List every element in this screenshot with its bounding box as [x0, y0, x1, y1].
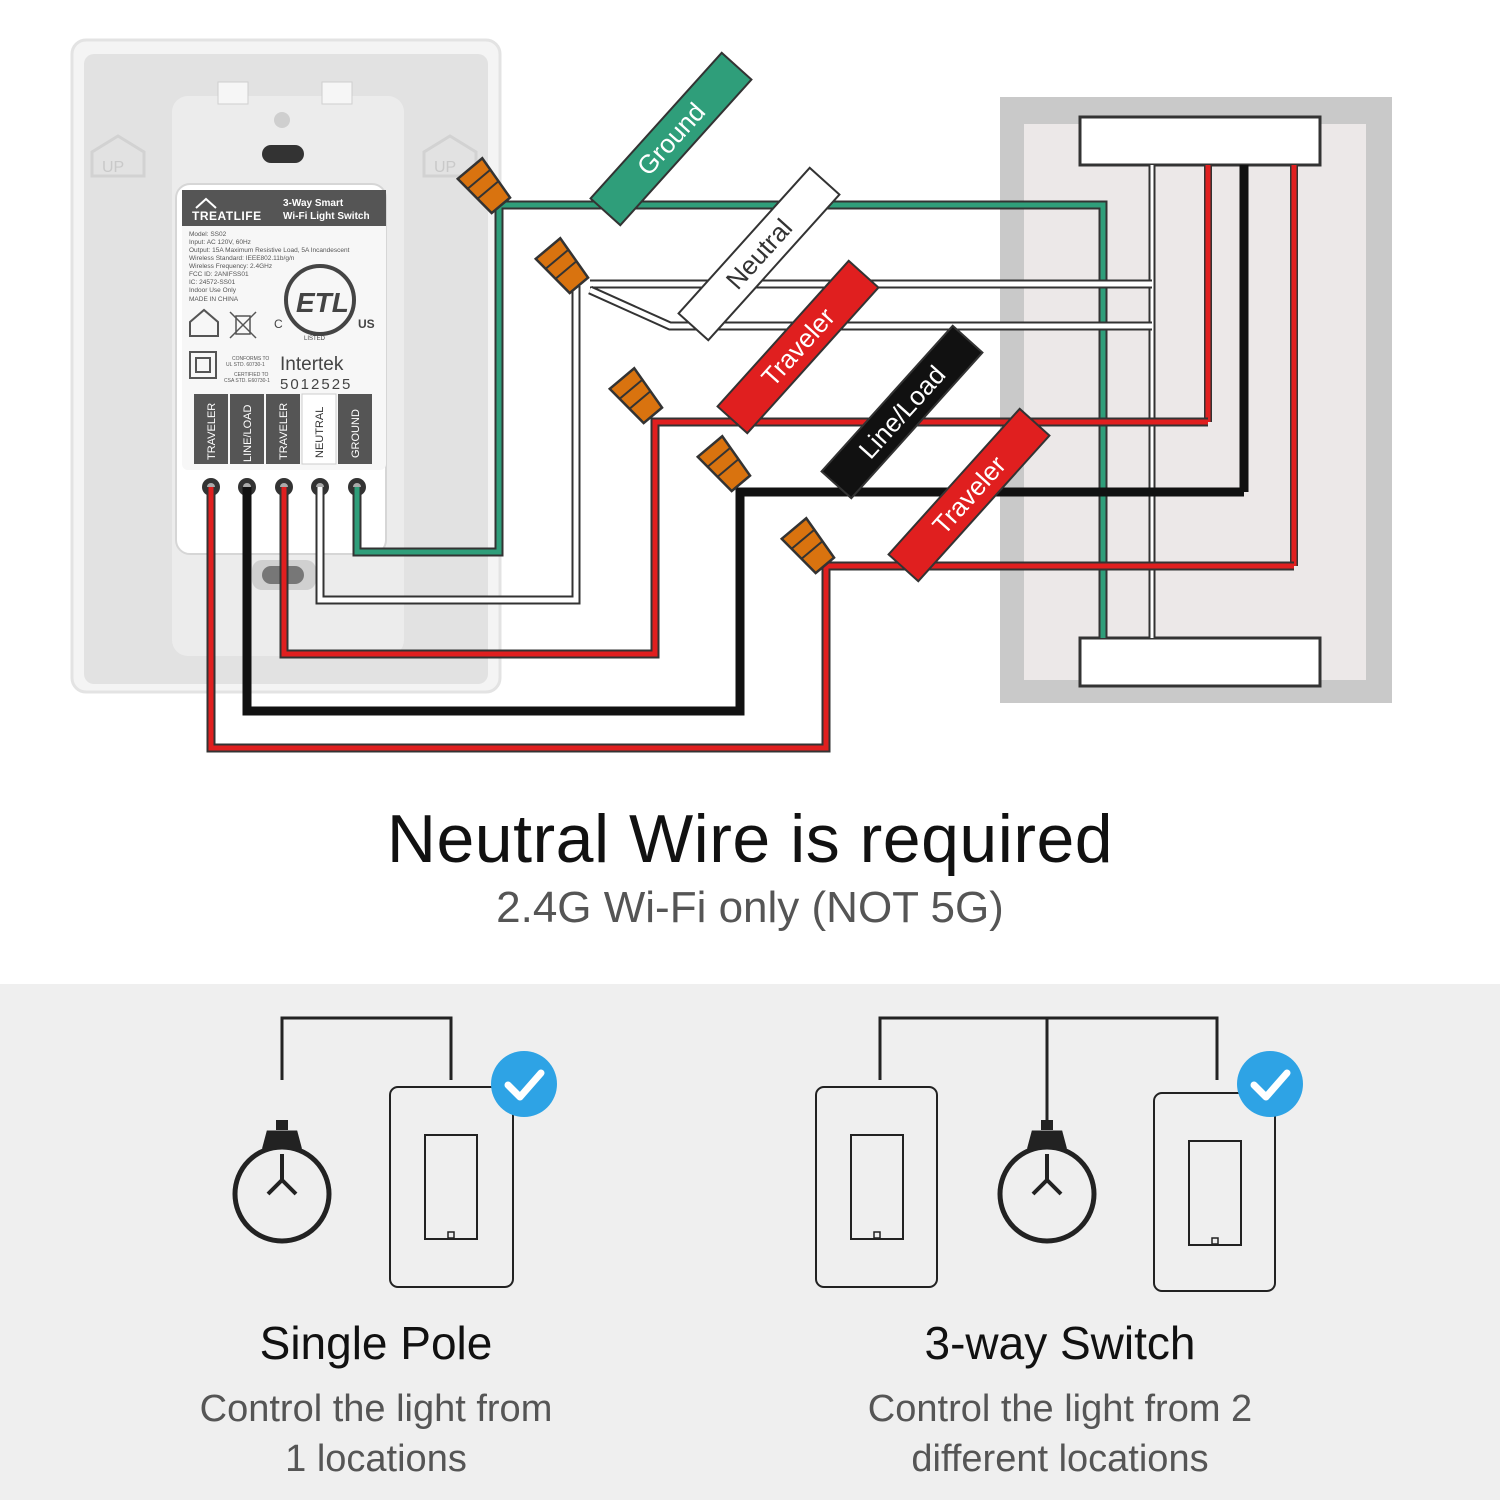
installation-options-illustration — [232, 1016, 1303, 1292]
wire-line-load — [242, 487, 1244, 716]
svg-text:CSA STD. E60730-1: CSA STD. E60730-1 — [224, 378, 270, 384]
product-name-line2: Wi-Fi Light Switch — [283, 211, 370, 222]
svg-text:CERTIFIED TO: CERTIFIED TO — [234, 372, 269, 378]
spec-lines: Model: SS02 Input: AC 120V, 60Hz Output:… — [189, 231, 350, 303]
wire-nut-icon — [779, 516, 836, 575]
option-desc-line: 1 locations — [285, 1438, 467, 1480]
double-insulation-icon — [189, 351, 217, 379]
light-bulb-icon — [997, 1120, 1097, 1244]
wiring-diagram: UP UP TREATLIFE 3-Way Smart Wi-Fi Light … — [70, 38, 1392, 753]
option-desc-single-pole: Control the light from 1 locations — [126, 1384, 626, 1484]
option-title-three-way: 3-way Switch — [924, 1317, 1196, 1369]
cert-name: Intertek — [280, 354, 344, 375]
terminal-label: TRAVELER — [206, 403, 218, 460]
svg-text:C: C — [274, 317, 283, 331]
svg-text:ETL: ETL — [296, 287, 349, 318]
option-desc-line: different locations — [911, 1438, 1209, 1480]
brand-logo-icon — [195, 197, 217, 209]
check-icon — [491, 1051, 557, 1117]
product-name-line1: 3-Way Smart — [283, 198, 344, 209]
three-way-illustration — [815, 1016, 1276, 1292]
svg-text:Line/Load: Line/Load — [853, 360, 952, 465]
wire-nut-icon — [455, 156, 512, 215]
svg-text:US: US — [358, 317, 375, 331]
wire-traveler-1 — [279, 417, 1208, 659]
wall-switch-icon — [389, 1086, 514, 1288]
fixture-wires — [1148, 165, 1298, 638]
wire-nut-icon — [533, 236, 590, 295]
terminal-label: GROUND — [350, 409, 362, 458]
spec-line: IC: 24572-SS01 — [189, 279, 236, 286]
option-desc-three-way: Control the light from 2 different locat… — [790, 1384, 1330, 1484]
svg-text:UP: UP — [102, 159, 124, 176]
light-fixture-box — [1000, 97, 1392, 703]
spec-line: Indoor Use Only — [189, 287, 237, 294]
option-desc-line: Control the light from 2 — [867, 1388, 1253, 1430]
terminal-label: LINE/LOAD — [242, 404, 254, 462]
wire-neutral-fixture — [588, 279, 1152, 331]
svg-text:LISTED: LISTED — [304, 336, 326, 342]
brand-name: TREATLIFE — [192, 209, 262, 223]
wire-traveler-2 — [206, 487, 1294, 753]
single-pole-illustration — [232, 1016, 514, 1288]
check-icon — [1237, 1051, 1303, 1117]
headline-subtitle: 2.4G Wi-Fi only (NOT 5G) — [496, 883, 1004, 932]
svg-text:Traveler: Traveler — [755, 302, 841, 392]
light-bulb-icon — [232, 1120, 332, 1244]
wire-nut-icon — [607, 366, 664, 425]
wall-switch-icon — [1153, 1092, 1276, 1292]
weee-bin-icon — [229, 311, 257, 339]
spec-line: FCC ID: 2ANIFSS01 — [189, 271, 249, 278]
spec-line: Output: 15A Maximum Resistive Load, 5A I… — [189, 247, 350, 254]
wire-neutral-switch — [315, 286, 581, 605]
single-pole-wire — [280, 1016, 453, 1080]
installation-options-panel: Single Pole Control the light from 1 loc… — [0, 984, 1500, 1500]
terminal-labels: TRAVELER LINE/LOAD TRAVELER NEUTRAL GROU… — [194, 393, 372, 465]
headline-title: Neutral Wire is required — [386, 801, 1114, 877]
spec-line: Wireless Frequency: 2.4GHz — [189, 263, 272, 270]
spec-line: MADE IN CHINA — [189, 296, 239, 303]
spec-line: Wireless Standard: IEEE802.11b/g/n — [189, 255, 295, 262]
tag-line-load: Line/Load — [820, 324, 984, 500]
wire-ground — [352, 200, 1108, 638]
switch-device: TREATLIFE 3-Way Smart Wi-Fi Light Switch… — [175, 183, 387, 555]
terminal-label: TRAVELER — [278, 403, 290, 460]
terminal-label: NEUTRAL — [314, 407, 326, 458]
svg-text:UP: UP — [434, 159, 456, 176]
spec-line: Model: SS02 — [189, 231, 227, 238]
option-title-single-pole: Single Pole — [259, 1317, 493, 1369]
wall-switch-icon — [815, 1086, 938, 1288]
option-desc-line: Control the light from — [199, 1388, 553, 1430]
tag-ground: Ground — [589, 51, 753, 227]
etl-mark: ETL C US LISTED — [274, 264, 375, 342]
wire-nut-icon — [695, 434, 752, 493]
svg-text:CONFORMS TO: CONFORMS TO — [232, 356, 269, 362]
up-marker-left: UP — [90, 134, 146, 178]
spec-line: Input: AC 120V, 60Hz — [189, 239, 251, 246]
svg-text:UL STD. 60730-1: UL STD. 60730-1 — [226, 362, 265, 368]
conformity-text: CONFORMS TO UL STD. 60730-1 CERTIFIED TO… — [224, 356, 270, 384]
indoor-house-icon — [189, 308, 219, 337]
cert-number: 5012525 — [280, 376, 352, 393]
